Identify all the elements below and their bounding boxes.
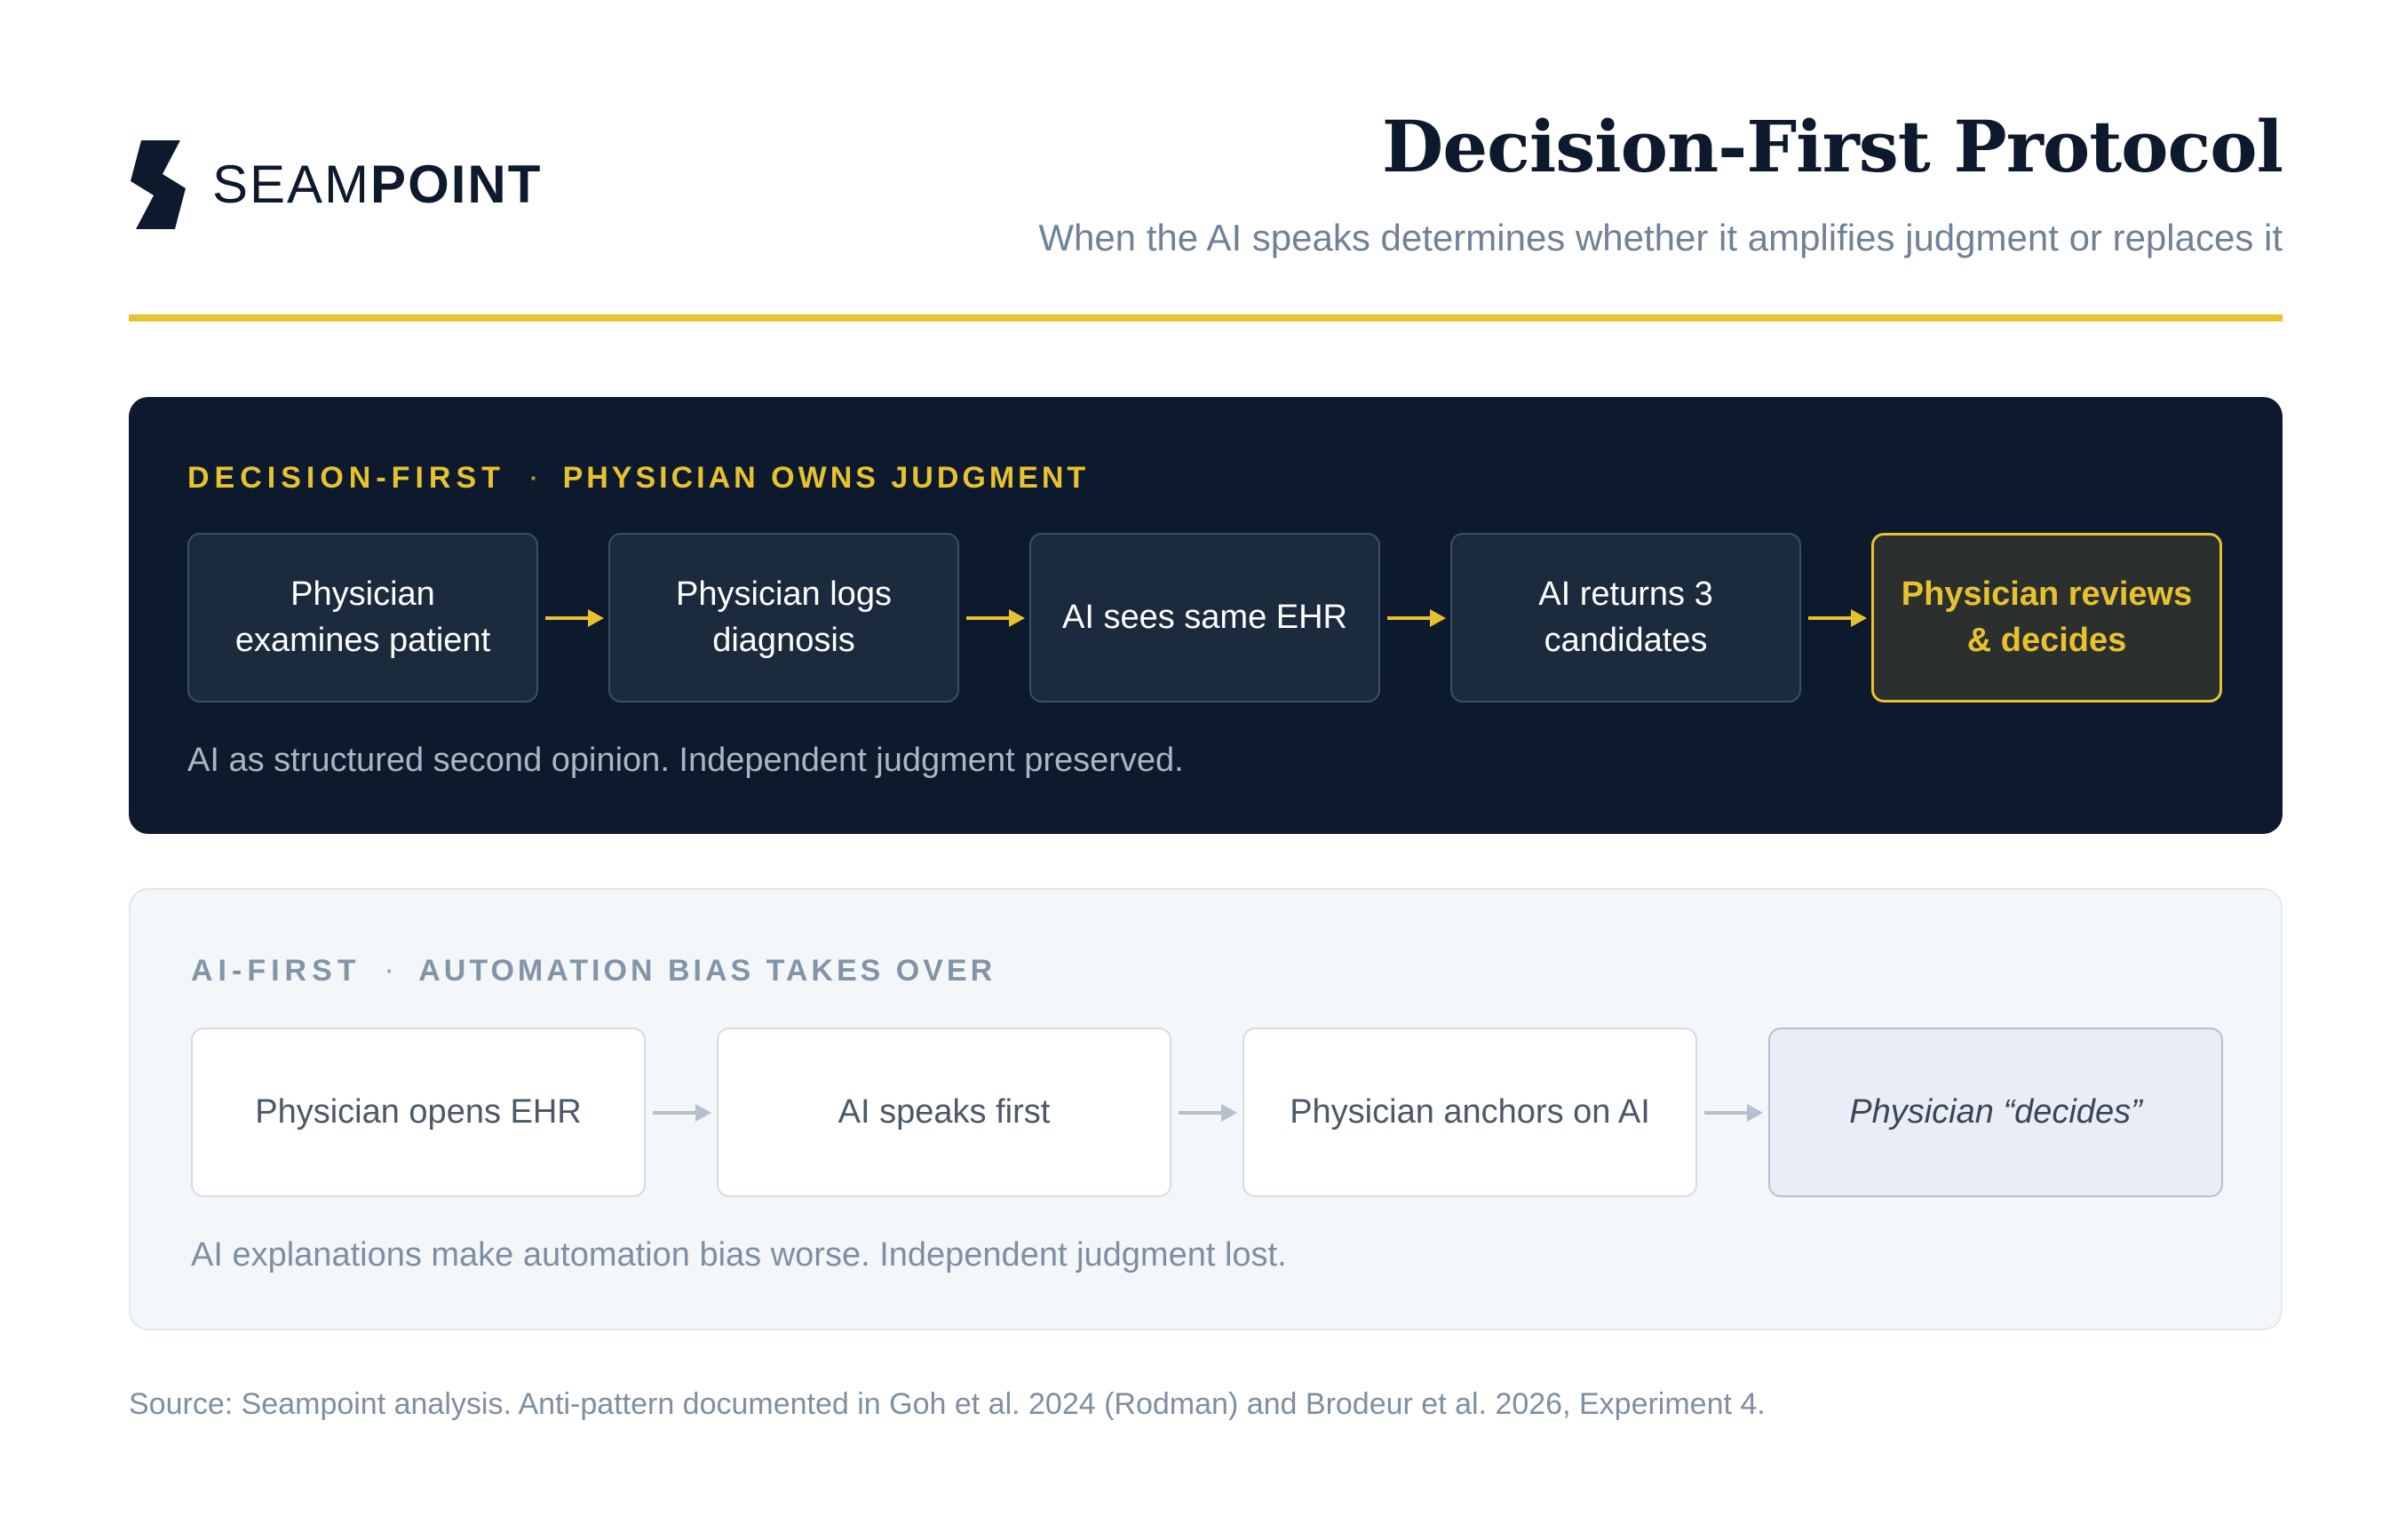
ai-first-note: AI explanations make automation bias wor… [191, 1236, 1287, 1274]
source-footnote: Source: Seampoint analysis. Anti-pattern… [129, 1387, 1766, 1421]
arrow-right-icon [1801, 605, 1871, 631]
ai-first-flow: Physician opens EHR AI speaks first Phys… [191, 1028, 2223, 1197]
seampoint-logo-icon [131, 140, 186, 229]
arrow-right-icon [538, 605, 608, 631]
flow-step: Physician logs diagnosis [608, 533, 959, 703]
page-subtitle: When the AI speaks determines whether it… [1038, 217, 2283, 258]
brand-name-light: SEAM [212, 155, 371, 214]
arrow-right-icon [1380, 605, 1450, 631]
flow-step: Physician examines patient [187, 533, 538, 703]
ai-first-panel: AI-FIRST · AUTOMATION BIAS TAKES OVER Ph… [129, 888, 2283, 1330]
flow-step: Physician anchors on AI [1243, 1028, 1697, 1197]
flow-step: AI sees same EHR [1029, 533, 1380, 703]
flow-step: AI speaks first [717, 1028, 1171, 1197]
ai-first-label: AI-FIRST [191, 954, 361, 988]
flow-step-final: Physician reviews & decides [1871, 533, 2222, 703]
brand-logo: SEAMPOINT [129, 140, 542, 229]
arrow-right-icon [646, 1099, 717, 1126]
tag-separator: · [385, 957, 394, 984]
decision-first-label: DECISION-FIRST [187, 461, 505, 495]
flow-step: AI returns 3 candidates [1450, 533, 1801, 703]
arrow-right-icon [1697, 1099, 1768, 1126]
page-title: Decision-First Protocol [1381, 105, 2283, 188]
flow-step-final: Physician “decides” [1768, 1028, 2223, 1197]
decision-first-note: AI as structured second opinion. Indepen… [187, 742, 1184, 779]
ai-first-sublabel: AUTOMATION BIAS TAKES OVER [418, 954, 997, 988]
flow-step: Physician opens EHR [191, 1028, 646, 1197]
decision-first-sublabel: PHYSICIAN OWNS JUDGMENT [562, 461, 1090, 495]
brand-name-bold: POINT [370, 155, 543, 214]
ai-first-tag: AI-FIRST · AUTOMATION BIAS TAKES OVER [191, 954, 996, 988]
arrow-right-icon [959, 605, 1029, 631]
decision-first-tag: DECISION-FIRST · PHYSICIAN OWNS JUDGMENT [187, 461, 1089, 496]
decision-first-panel: DECISION-FIRST · PHYSICIAN OWNS JUDGMENT… [129, 397, 2283, 834]
tag-separator: · [529, 464, 538, 491]
decision-first-flow: Physician examines patient Physician log… [187, 533, 2222, 703]
header-divider [129, 314, 2283, 321]
arrow-right-icon [1171, 1099, 1243, 1126]
brand-wordmark: SEAMPOINT [212, 158, 542, 211]
